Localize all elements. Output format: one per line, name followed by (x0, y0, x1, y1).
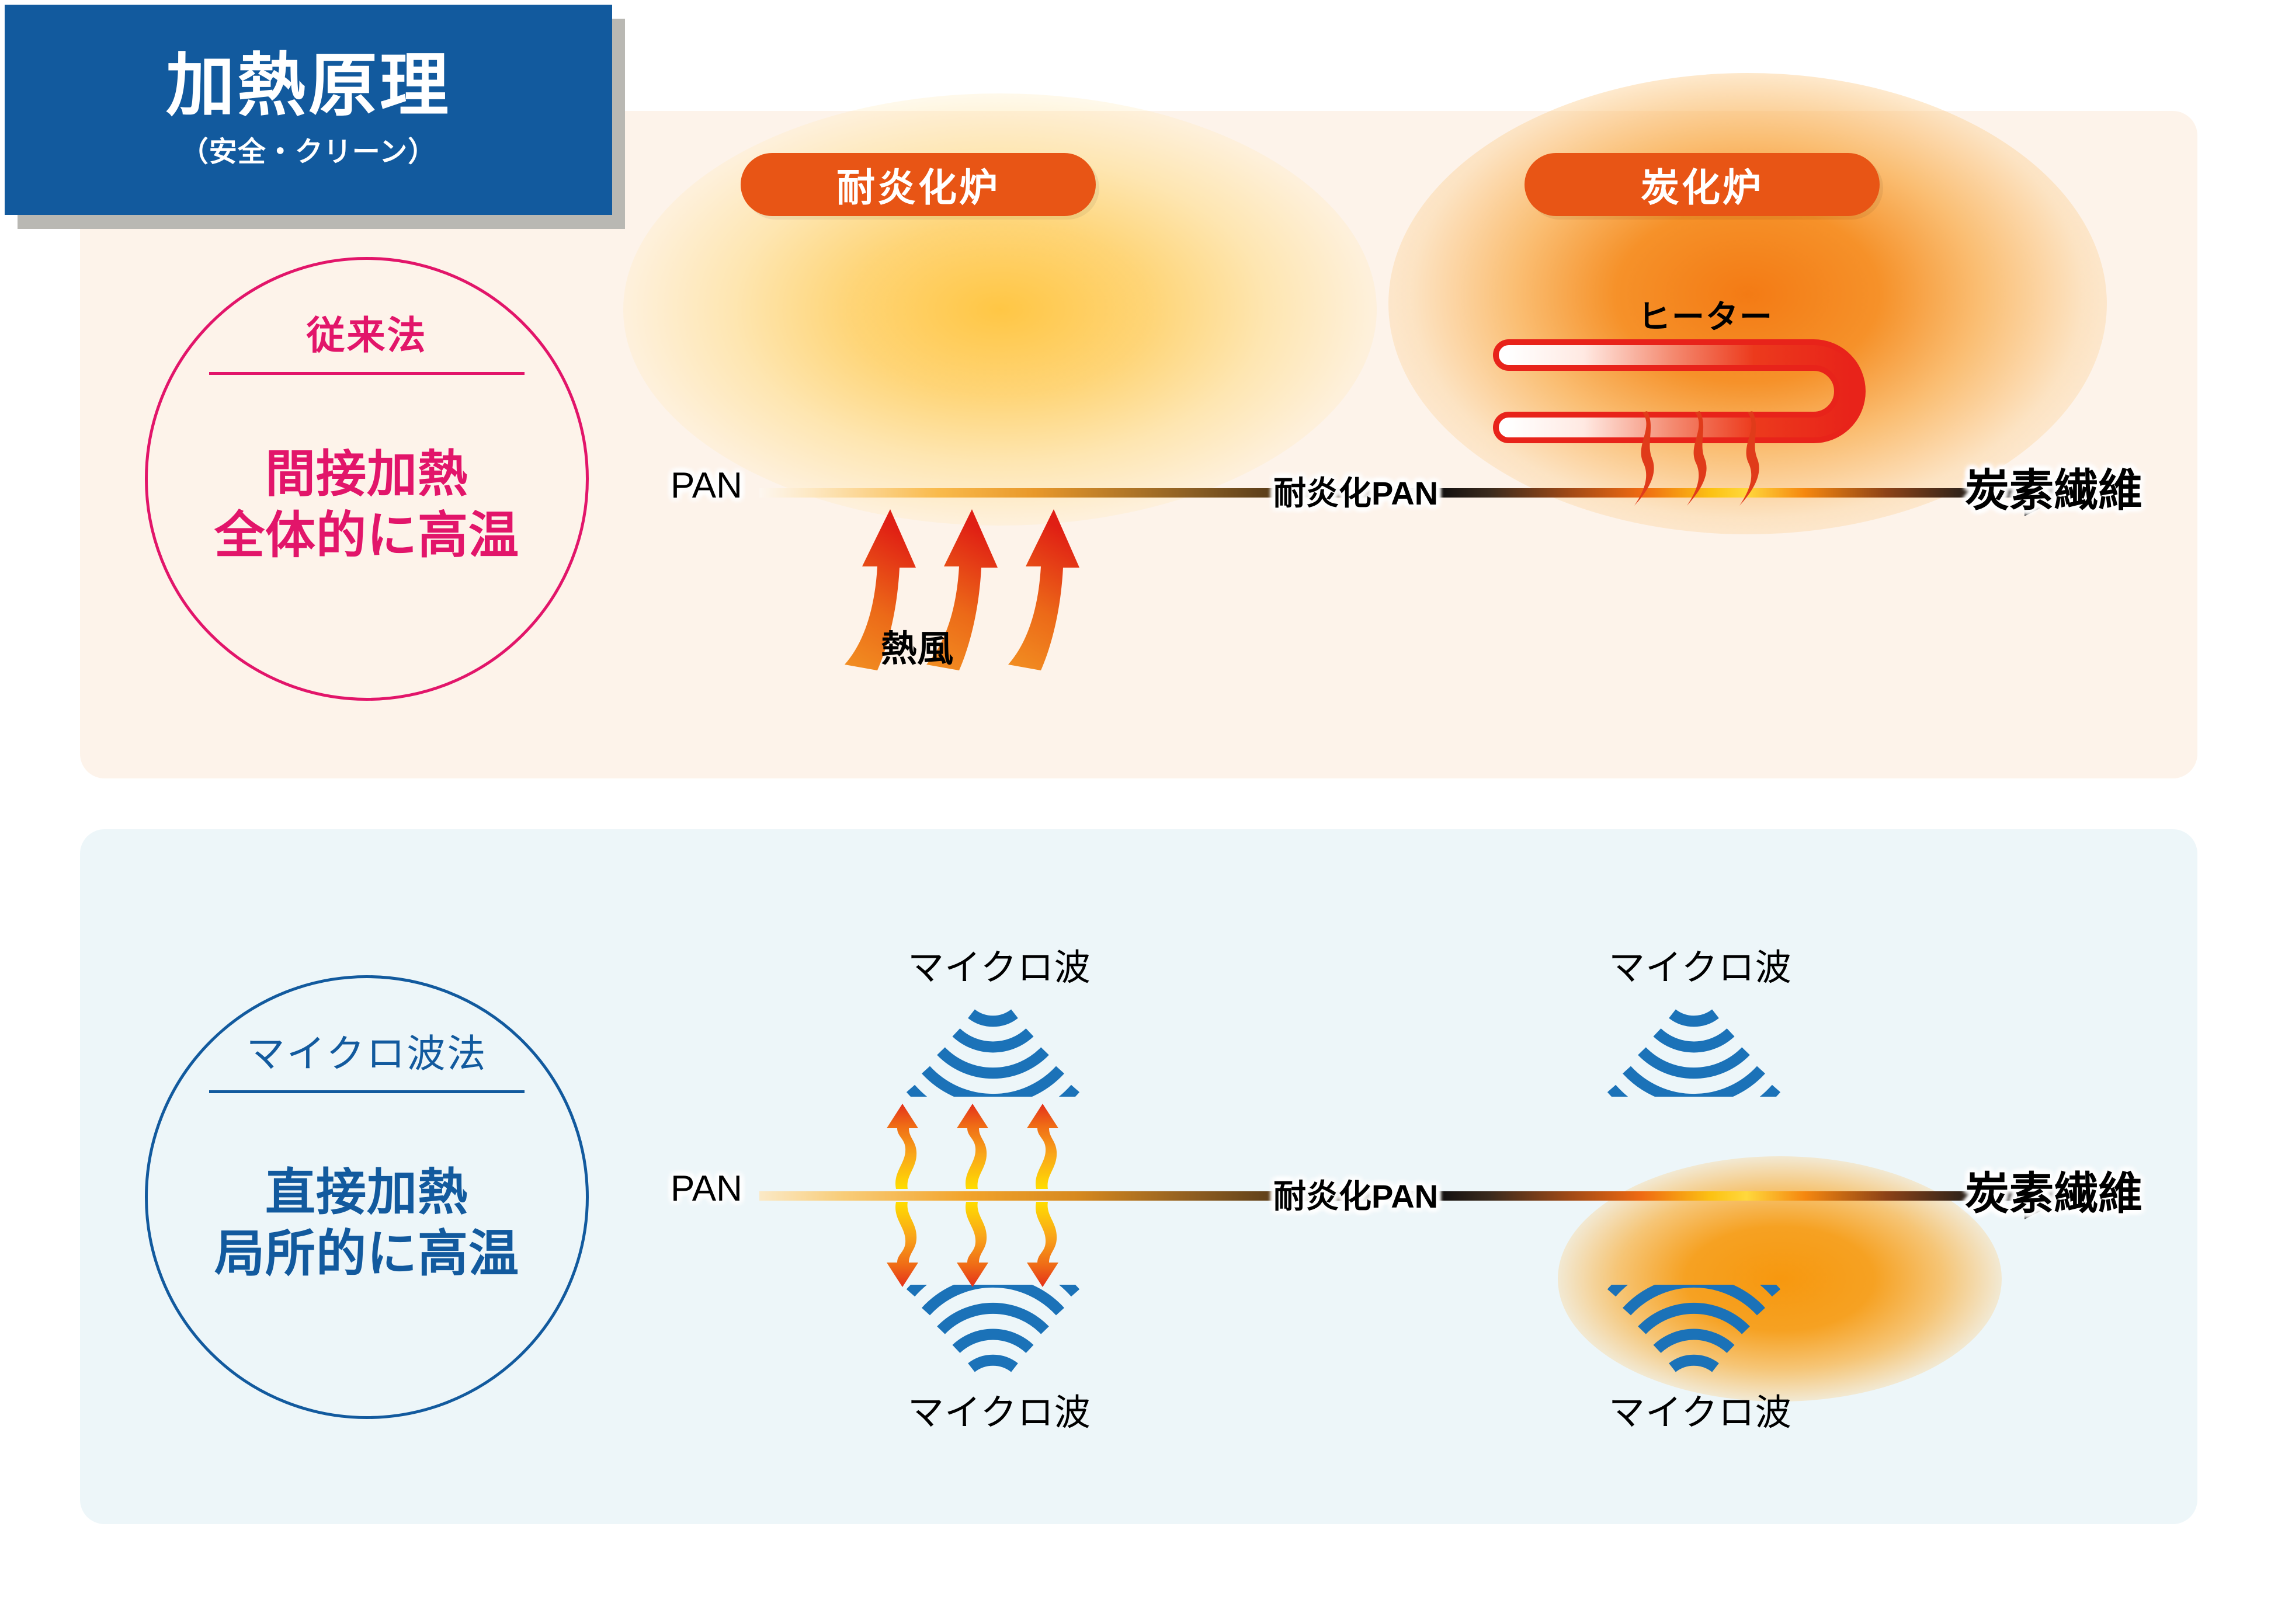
wavy-heat-arrows-up (887, 1104, 1058, 1189)
hot-air-arrows (845, 509, 1079, 670)
label-microwave-stage2-bottom: マイクロ波 (1609, 1393, 1792, 1433)
circle-body-line1: 間接加熱 (265, 446, 468, 502)
arrow-head-microwave (2024, 1173, 2070, 1219)
heater-heat-waves (1634, 411, 1759, 506)
heater-element (1493, 339, 1866, 443)
circle-body-microwave: 直接加熱 局所的に高温 (214, 1162, 519, 1285)
label-microwave-stage2-top: マイクロ波 (1609, 948, 1792, 988)
page-subtitle: （安全・クリーン） (180, 136, 437, 168)
circle-heading-conventional: 従来法 (306, 314, 428, 357)
label-oxidized-pan-conventional: 耐炎化PAN (1273, 475, 1439, 512)
circle-heading-microwave: マイクロ波法 (246, 1032, 488, 1075)
circle-conventional-method: 従来法 間接加熱 全体的に高温 (145, 257, 589, 701)
circle-microwave-method: マイクロ波法 直接加熱 局所的に高温 (145, 975, 589, 1419)
circle-divider-microwave (209, 1090, 525, 1093)
fiber-line-stage2-microwave (1443, 1191, 2027, 1201)
page-title: 加熱原理 (165, 47, 451, 125)
circle-body-line1: 直接加熱 (265, 1164, 468, 1220)
fiber-line-stage1-conventional (759, 488, 1449, 498)
arrow-head-conventional (2024, 470, 2070, 516)
label-pan-conventional: PAN (671, 465, 742, 506)
microwave-arcs-stage1-bottom (906, 1285, 1080, 1372)
label-hot-air: 熱風 (881, 629, 954, 669)
label-microwave-stage1-top: マイクロ波 (908, 948, 1091, 988)
label-heater: ヒーター (1638, 298, 1773, 335)
label-carbon-fiber-conventional: 炭素繊維 (1965, 466, 2142, 516)
pill-flameproof-furnace: 耐炎化炉 (741, 153, 1096, 216)
fiber-line-stage2-conventional (1443, 488, 2027, 498)
circle-body-line2: 局所的に高温 (214, 1225, 519, 1282)
circle-body-line2: 全体的に高温 (214, 507, 519, 564)
label-pan-microwave: PAN (671, 1169, 742, 1209)
microwave-arcs-stage2-top (1607, 1009, 1781, 1097)
circle-divider-conventional (209, 372, 525, 375)
pill-carbonization-furnace: 炭化炉 (1525, 153, 1880, 216)
label-oxidized-pan-microwave: 耐炎化PAN (1273, 1178, 1439, 1215)
microwave-arcs-stage1-top (906, 1009, 1080, 1097)
microwave-arcs-stage2-bottom (1607, 1285, 1781, 1372)
fiber-line-stage1-microwave (759, 1191, 1449, 1201)
label-carbon-fiber-microwave: 炭素繊維 (1965, 1169, 2142, 1219)
title-block: 加熱原理 （安全・クリーン） (5, 5, 612, 215)
label-microwave-stage1-bottom: マイクロ波 (908, 1393, 1091, 1433)
wavy-heat-arrows-down (887, 1202, 1058, 1287)
circle-body-conventional: 間接加熱 全体的に高温 (214, 444, 519, 566)
